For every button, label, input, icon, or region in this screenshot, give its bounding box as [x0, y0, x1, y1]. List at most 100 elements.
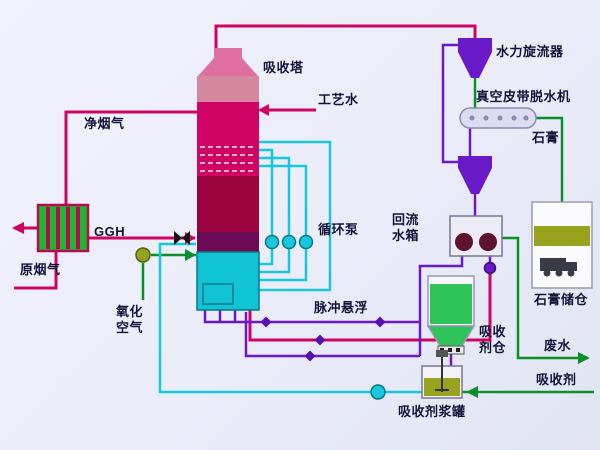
ggh-stripes [46, 207, 80, 249]
pipe-pulse-line-2 [244, 312, 420, 358]
ggh-stripe [56, 207, 60, 249]
circulation-pump-icon [298, 234, 314, 250]
pipe-recirc-loop-3 [259, 164, 308, 282]
label-oxidation-air: 氧化 空气 [116, 304, 144, 336]
oxidation-blower-icon [135, 247, 151, 263]
belt-roller [483, 115, 489, 121]
label-ggh: GGH [94, 224, 126, 239]
damper-half [182, 231, 190, 245]
pipe-tank-riser [418, 256, 464, 356]
belt-roller [511, 115, 517, 121]
belt-rollers-icon [469, 115, 529, 121]
label-absorption-tower: 吸收塔 [263, 60, 304, 75]
pipe-clean-gas-to-ggh [64, 110, 197, 205]
ggh-heater [36, 203, 90, 253]
label-raw-flue-gas: 原烟气 [20, 262, 61, 277]
arrow-to-stack [12, 222, 24, 234]
tower-sump [196, 251, 260, 311]
gypsum-level [534, 226, 590, 246]
absorption-tower [174, 48, 260, 311]
arrow-air-in [185, 249, 196, 261]
pipe-belt-to-gypsum-silo [536, 116, 564, 202]
ggh-stripe [46, 207, 50, 249]
feeder-cell [448, 348, 452, 352]
feeder-cell [456, 348, 460, 352]
pipe-recirc-loop-2 [259, 156, 291, 274]
truck-wheel [555, 269, 563, 277]
label-gypsum-silo: 石膏储仓 [534, 292, 589, 307]
tower-inlet-band [197, 232, 259, 252]
tower-body-lower [197, 176, 259, 232]
pipe-return-water-to-sump [248, 274, 492, 342]
pipe-tower-to-hydrocyclone [214, 24, 477, 50]
absorbent-silo [426, 275, 476, 355]
belt-roller [469, 115, 475, 121]
absorbent-hopper [426, 325, 476, 347]
mixer-icon [435, 350, 449, 392]
arrow-waste-water [578, 352, 590, 364]
mixer-motor [436, 350, 448, 357]
arrow-process-water [258, 104, 269, 116]
label-pulse-suspension: 脉冲悬浮 [314, 300, 369, 315]
tower-body-upper [197, 102, 259, 142]
valve-icon [314, 334, 326, 346]
slurry-pump-icon [370, 384, 386, 400]
label-vacuum-belt: 真空皮带脱水机 [476, 89, 571, 104]
hydrocyclone-body [458, 38, 492, 52]
label-circulation-pumps: 循环泵 [318, 222, 359, 237]
belt-roller [497, 115, 503, 121]
hydrocyclone [458, 38, 492, 78]
return-funnel-cone [458, 168, 492, 194]
return-water-tank [449, 215, 503, 257]
pipe-cyclone-overflow [441, 43, 458, 164]
slurry-pipes-purple [203, 43, 492, 366]
valve-icon [374, 316, 386, 328]
tank-compartment [455, 233, 473, 251]
label-waste-water: 废水 [544, 338, 572, 353]
valves [260, 316, 386, 362]
label-absorbent-silo: 吸收 剂仓 [479, 324, 507, 356]
hydrocyclone-cone [458, 52, 492, 78]
inlet-damper-icon [174, 231, 190, 245]
circulation-pump-icon [281, 234, 297, 250]
green-arrows [185, 249, 590, 398]
pipe-recirc-loop-1 [259, 148, 274, 266]
truck-wheel [567, 269, 575, 277]
label-process-water: 工艺水 [318, 92, 359, 107]
pipe-waste-water [502, 236, 584, 360]
pipe-raw-gas-in [14, 251, 58, 290]
circulation-pump-icon [264, 234, 280, 250]
belt-roller [523, 115, 529, 121]
tower-upper-shell [197, 76, 259, 102]
pipe-recirc-loop-4 [259, 140, 332, 292]
label-absorbent-slurry-tank: 吸收剂浆罐 [398, 404, 466, 419]
pumps [135, 234, 497, 400]
damper-half [174, 231, 182, 245]
valve-icon [260, 316, 272, 328]
arrow-absorbent-in [466, 386, 478, 398]
pipe-absorbent-slurry-feed [158, 242, 422, 394]
flue-gas-pipes [14, 24, 492, 342]
spray-grid-icon [200, 146, 256, 172]
truck-icon [540, 258, 577, 277]
return-water-pump-icon [483, 261, 497, 275]
ggh-body [36, 203, 90, 253]
label-gypsum: 石膏 [532, 130, 560, 145]
vacuum-belt-dewaterer [459, 107, 537, 129]
label-clean-flue-gas: 净烟气 [84, 116, 125, 131]
truck-wheel [543, 269, 551, 277]
label-hydrocyclone: 水力旋流器 [496, 44, 564, 59]
truck-bed [540, 258, 566, 271]
return-funnel-body [458, 156, 492, 168]
recirculation-pipes-cyan [158, 140, 422, 394]
tower-cap-stem [214, 48, 242, 58]
valve-icon [304, 350, 316, 362]
return-water-funnel [458, 156, 492, 194]
label-absorbent: 吸收剂 [536, 372, 577, 387]
gypsum-storage-silo [531, 201, 593, 289]
truck-cab [566, 262, 577, 271]
absorbent-level [430, 284, 472, 324]
absorbent-slurry-tank [421, 350, 463, 399]
